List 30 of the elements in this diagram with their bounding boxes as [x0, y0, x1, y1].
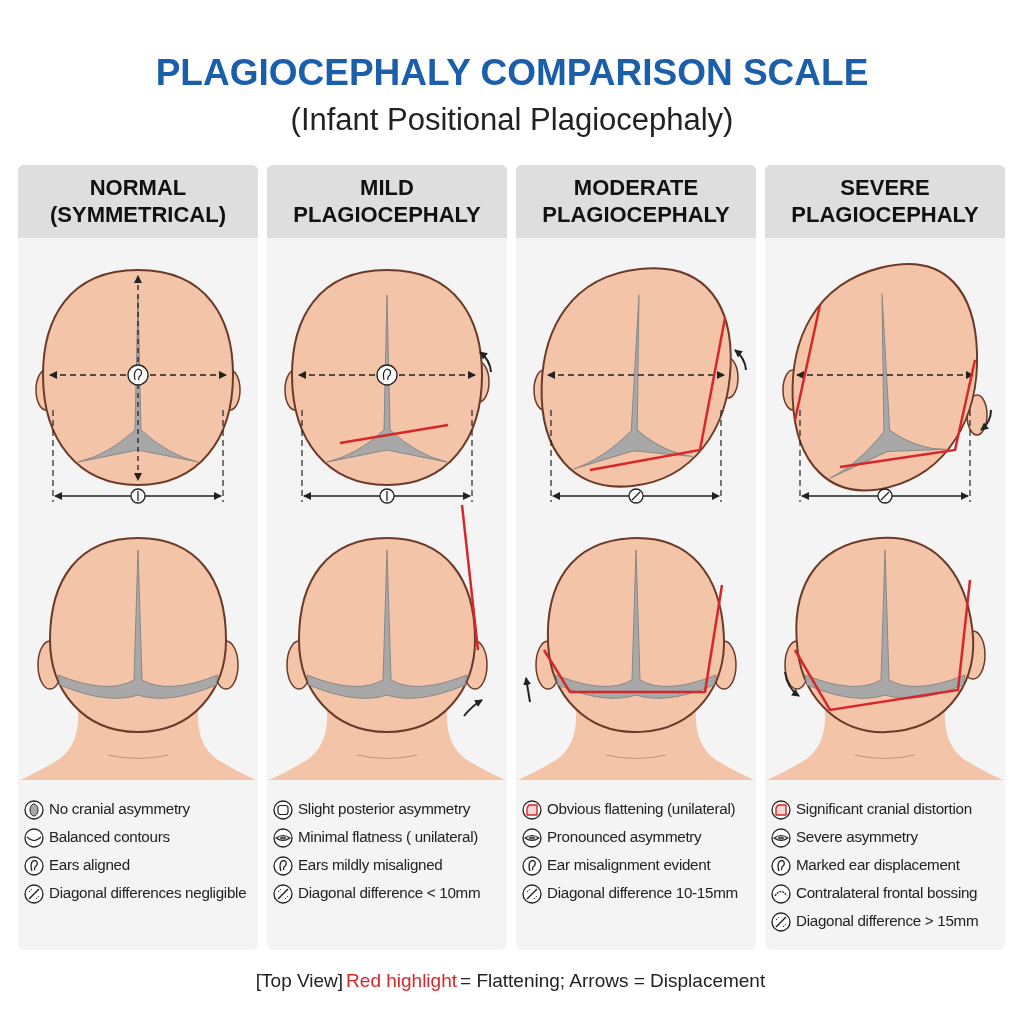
caption-text: = Flattening; Arrows = Displacement: [460, 970, 766, 991]
finding-text: Pronounced asymmetry: [547, 828, 702, 847]
caption-text: [Top View]: [255, 970, 344, 991]
panel-heading: SEVERE PLAGIOCEPHALY: [765, 165, 1005, 238]
severity-panel: [267, 165, 507, 950]
finding-text: Diagonal differences negligible: [49, 884, 247, 903]
finding-text: Diagonal difference < 10mm: [298, 884, 481, 903]
finding-text: Ears aligned: [49, 856, 130, 875]
severity-panel: [516, 165, 756, 950]
finding-text: Balanced contours: [49, 828, 170, 847]
subtitle: (Infant Positional Plagiocephaly): [289, 102, 735, 138]
finding-text: Slight posterior asymmetry: [298, 800, 470, 819]
finding-text: No cranial asymmetry: [49, 800, 190, 819]
finding-text: Ear misalignment evident: [547, 856, 711, 875]
panel-heading: MILD PLAGIOCEPHALY: [267, 165, 507, 238]
finding-text: Contralateral frontal bossing: [796, 884, 978, 903]
finding-text: Significant cranial distortion: [796, 800, 972, 819]
finding-text: Severe asymmetry: [796, 828, 918, 847]
severity-panel: [765, 165, 1005, 950]
finding-text: Diagonal difference 10-15mm: [547, 884, 738, 903]
finding-text: Minimal flatness ( unilateral): [298, 828, 479, 847]
finding-text: Ears mildly misaligned: [298, 856, 443, 875]
caption-text: Red highlight: [346, 970, 457, 991]
panel-heading: NORMAL (SYMMETRICAL): [18, 165, 258, 238]
finding-text: Diagonal difference > 15mm: [796, 912, 979, 931]
finding-text: Marked ear displacement: [796, 856, 960, 875]
finding-text: Obvious flattening (unilateral): [547, 800, 736, 819]
panel-heading: MODERATE PLAGIOCEPHALY: [516, 165, 756, 238]
title: PLAGIOCEPHALY COMPARISON SCALE: [154, 52, 870, 94]
severity-panel: [18, 165, 258, 950]
